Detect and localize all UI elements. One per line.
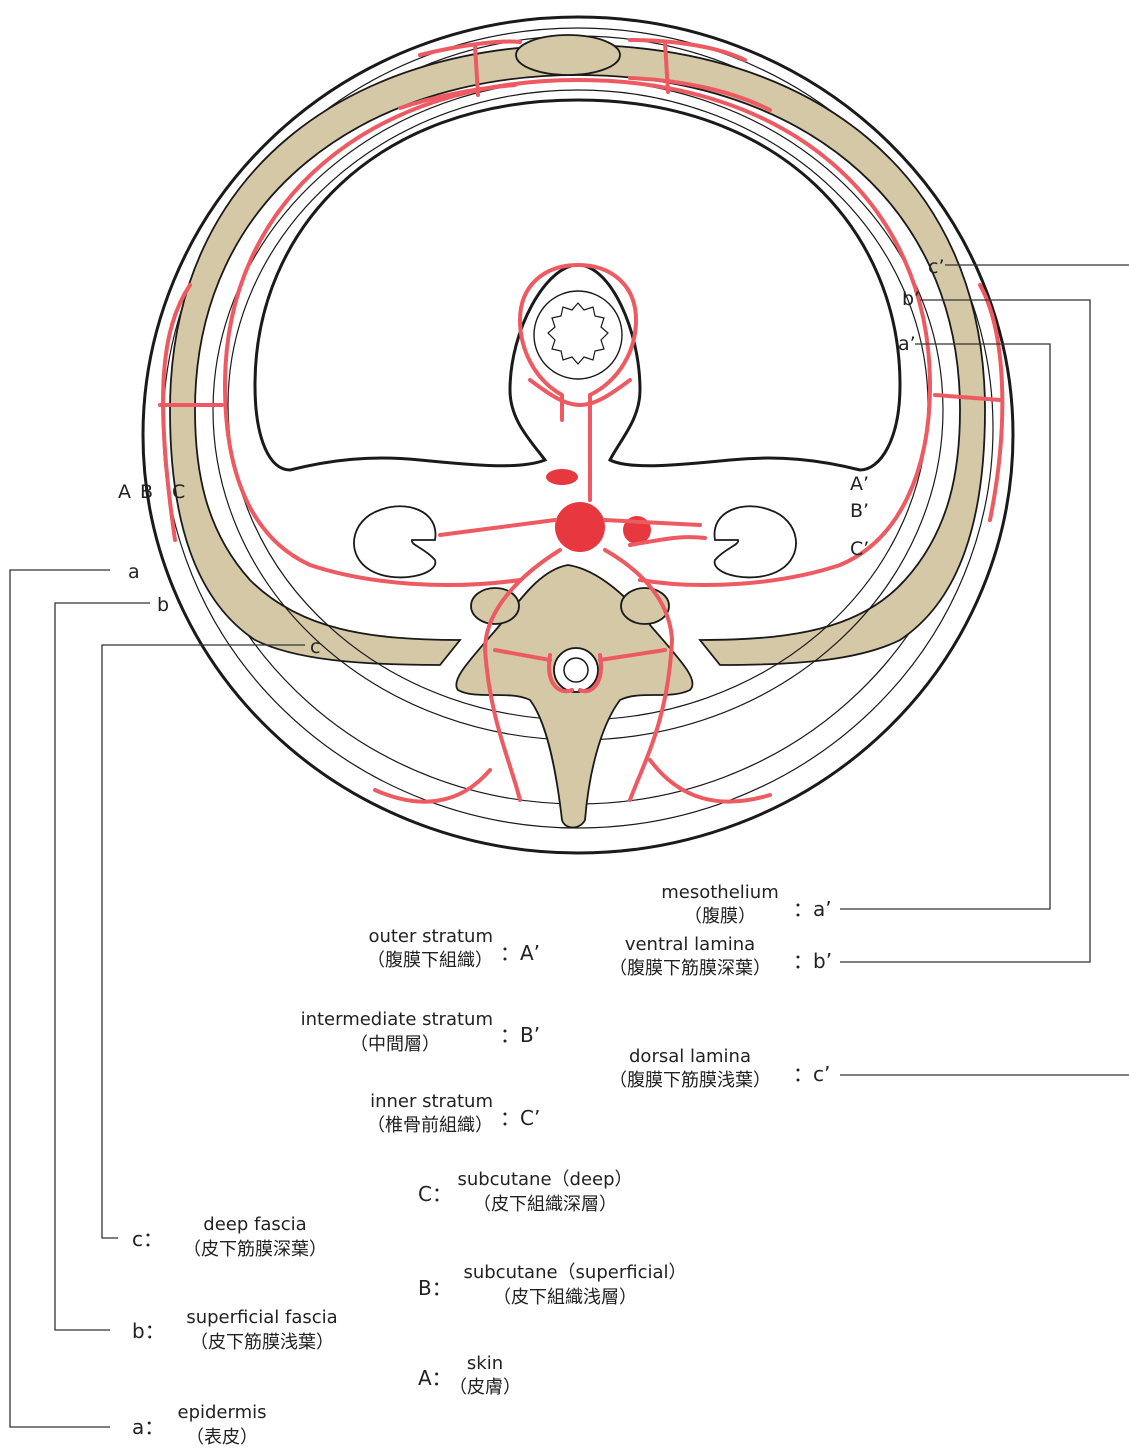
legend-sup-fascia-key: b： xyxy=(132,1319,165,1343)
legend-outer-jp: （腹膜下組織） xyxy=(367,950,493,971)
legend-dorsal-key: ：c’ xyxy=(793,1062,830,1086)
peritoneal-cavity xyxy=(255,100,900,470)
legend-ventral-jp: （腹膜下筋膜深葉） xyxy=(609,958,771,979)
vein-small xyxy=(546,469,578,485)
label-B: B xyxy=(140,481,153,503)
legend-epidermis-key: a： xyxy=(132,1415,164,1439)
legend-subcutane-sup-en: subcutane（superficial） xyxy=(463,1262,686,1283)
legend-subcutane-deep-en: subcutane（deep） xyxy=(457,1169,632,1190)
label-C-prime: C’ xyxy=(850,538,869,560)
label-c: c xyxy=(310,636,320,658)
legend-dorsal-en: dorsal lamina xyxy=(629,1046,751,1067)
legend-intermediate-jp: （中間層） xyxy=(350,1034,440,1055)
rib-left xyxy=(471,588,519,624)
right-legend: mesothelium （腹膜） ：a’ ventral lamina （腹膜下… xyxy=(609,882,832,1091)
left-legend: c： deep fascia （皮下筋膜深葉） b： superficial f… xyxy=(132,1214,338,1448)
legend-subcutane-sup-jp: （皮下組織浅層） xyxy=(493,1287,637,1308)
legend-sup-fascia-en: superficial fascia xyxy=(186,1307,337,1328)
legend-mesothelium-key: ：a’ xyxy=(793,897,832,921)
label-B-prime: B’ xyxy=(850,500,869,522)
label-A: A xyxy=(118,481,131,503)
legend-mesothelium-jp: （腹膜） xyxy=(684,906,756,927)
legend-sup-fascia-jp: （皮下筋膜浅葉） xyxy=(190,1332,334,1353)
legend-subcutane-deep-key: C： xyxy=(418,1182,452,1206)
legend-outer-en: outer stratum xyxy=(368,926,493,947)
label-A-prime: A’ xyxy=(850,473,869,495)
legend-inner-en: inner stratum xyxy=(370,1091,493,1112)
kidney-left xyxy=(354,506,435,577)
legend-outer-key: ：A’ xyxy=(500,941,540,965)
legend-dorsal-jp: （腹膜下筋膜浅葉） xyxy=(609,1070,771,1091)
legend-intermediate-key: ：B’ xyxy=(500,1023,540,1047)
bowel-lumen xyxy=(548,303,608,364)
legend-inner-key: ：C’ xyxy=(500,1106,540,1130)
legend-epidermis-en: epidermis xyxy=(178,1402,267,1423)
label-a-prime: a’ xyxy=(898,333,916,355)
legend-inner-jp: （椎骨前組織） xyxy=(367,1115,493,1136)
sternum xyxy=(516,35,620,75)
legend-intermediate-en: intermediate stratum xyxy=(301,1009,493,1030)
legend-ventral-key: ：b’ xyxy=(793,949,832,973)
aorta xyxy=(555,502,605,552)
label-b-prime: b’ xyxy=(902,288,920,310)
legend-skin-en: skin xyxy=(467,1353,503,1374)
legend-deep-fascia-key: c： xyxy=(132,1227,163,1251)
middle-legend: outer stratum （腹膜下組織） ：A’ intermediate s… xyxy=(301,926,541,1136)
leader-a xyxy=(10,570,110,1427)
vessel-back-right xyxy=(650,760,770,802)
vessel-right-branch xyxy=(935,395,1000,400)
legend-skin-key: A： xyxy=(418,1366,452,1390)
label-a: a xyxy=(128,561,140,583)
legend-skin-jp: （皮膚） xyxy=(449,1377,521,1398)
label-c-prime: c’ xyxy=(928,256,945,278)
legend-subcutane-sup-key: B： xyxy=(418,1276,452,1300)
center-legend: C： subcutane（deep） （皮下組織深層） B： subcutane… xyxy=(418,1169,687,1398)
legend-epidermis-jp: （表皮） xyxy=(186,1427,258,1448)
label-b: b xyxy=(157,594,169,616)
legend-subcutane-deep-jp: （皮下組織深層） xyxy=(473,1194,617,1215)
kidney-right xyxy=(715,506,796,577)
legend-deep-fascia-en: deep fascia xyxy=(203,1214,306,1235)
legend-deep-fascia-jp: （皮下筋膜深葉） xyxy=(183,1239,327,1260)
legend-mesothelium-en: mesothelium xyxy=(661,882,778,903)
legend-ventral-en: ventral lamina xyxy=(625,934,755,955)
label-C: C xyxy=(172,481,185,503)
spinal-cord xyxy=(564,658,588,682)
